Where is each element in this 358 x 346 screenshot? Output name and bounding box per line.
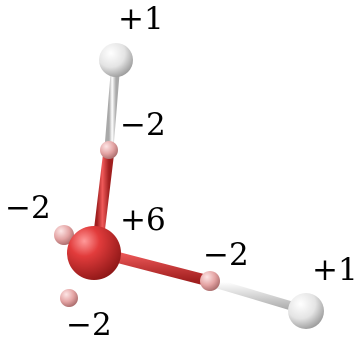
atom-site-upper xyxy=(100,141,118,159)
charge-label-site-lower: −2 xyxy=(66,307,112,343)
charge-label-site-right: −2 xyxy=(203,237,249,273)
atom-site-lower xyxy=(60,289,78,307)
charge-label-h-top: +1 xyxy=(118,1,164,37)
atom-site-right xyxy=(200,271,220,291)
charge-label-site-upper: −2 xyxy=(120,107,166,143)
atom-h-top xyxy=(99,43,133,77)
charge-label-h-right: +1 xyxy=(312,252,358,288)
atom-site-left xyxy=(54,225,74,245)
atom-s-center xyxy=(67,226,121,280)
atom-h-right xyxy=(288,293,324,329)
charge-label-site-left: −2 xyxy=(5,190,51,226)
charge-label-s-center: +6 xyxy=(120,202,166,238)
